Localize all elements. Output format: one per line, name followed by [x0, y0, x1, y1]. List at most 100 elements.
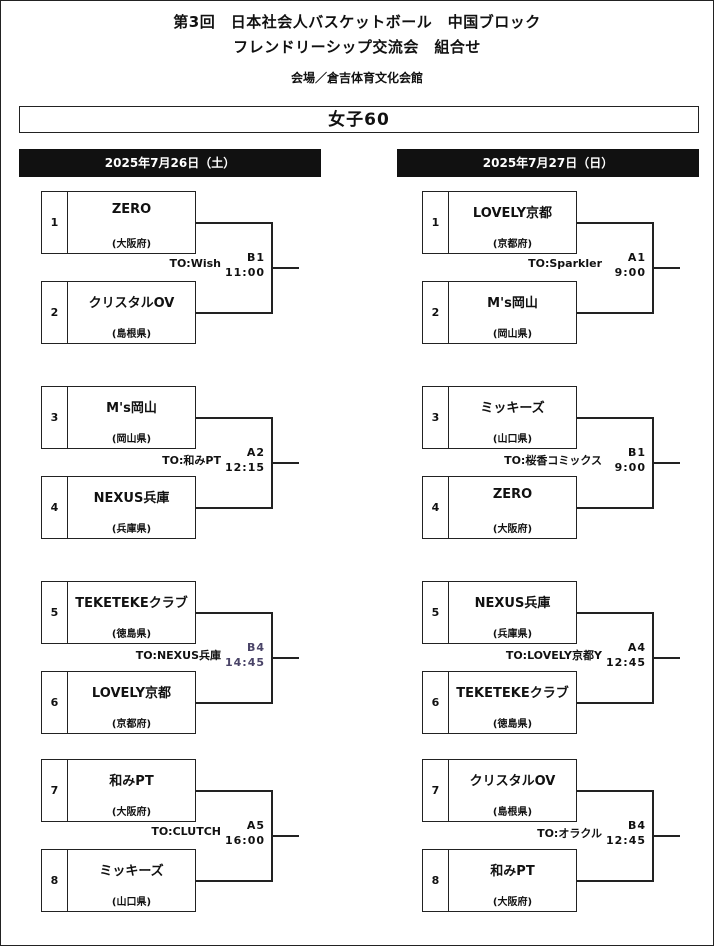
seed-number: 8 [42, 850, 68, 911]
team-prefecture: (兵庫県) [111, 524, 152, 535]
team-name: M's岡山 [106, 401, 157, 416]
team-name: ミッキーズ [480, 401, 545, 416]
game-court-time: A4 12:45 [606, 640, 646, 670]
seed-number: 5 [423, 582, 449, 643]
seed-number: 2 [423, 282, 449, 343]
division-title: 女子60 [19, 106, 699, 133]
seed-number: 4 [42, 477, 68, 538]
team-slot: 4 NEXUS兵庫 (兵庫県) [41, 476, 196, 539]
bracket-line [652, 267, 680, 269]
page-title-line2: フレンドリーシップ交流会 組合せ [233, 38, 481, 56]
tipoff-time: 12:15 [224, 461, 265, 474]
bracket-line [195, 417, 272, 419]
tipoff-time: 11:00 [224, 266, 265, 279]
team-slot: 1 ZERO (大阪府) [41, 191, 196, 254]
team-prefecture: (大阪府) [111, 807, 152, 818]
court-label: A4 [627, 641, 646, 654]
court-label: A5 [246, 819, 265, 832]
table-officials: TO:Wish [169, 257, 221, 270]
seed-number: 4 [423, 477, 449, 538]
team-name: LOVELY京都 [472, 206, 553, 221]
team-prefecture: (山口県) [111, 897, 152, 908]
bracket-line [576, 702, 653, 704]
bracket-line [652, 462, 680, 464]
day-header-2: 2025年7月27日（日） [397, 149, 699, 177]
table-officials: TO:和みPT [162, 454, 221, 467]
team-slot: 5 TEKETEKEクラブ (徳島県) [41, 581, 196, 644]
team-name: LOVELY京都 [91, 686, 172, 701]
bracket-line [195, 507, 272, 509]
team-name: TEKETEKEクラブ [75, 596, 188, 611]
team-prefecture: (徳島県) [492, 719, 533, 730]
bracket-line [195, 312, 272, 314]
team-name: M's岡山 [487, 296, 538, 311]
team-slot: 8 ミッキーズ (山口県) [41, 849, 196, 912]
team-name: NEXUS兵庫 [474, 596, 551, 611]
court-label: A1 [627, 251, 646, 264]
team-name: ZERO [111, 202, 152, 217]
team-prefecture: (島根県) [492, 807, 533, 818]
team-name: クリスタルOV [88, 296, 175, 311]
team-prefecture: (京都府) [111, 719, 152, 730]
day-header-1: 2025年7月26日（土） [19, 149, 321, 177]
bracket-line [576, 222, 653, 224]
game-court-time: B1 11:00 [225, 250, 265, 280]
seed-number: 1 [42, 192, 68, 253]
tipoff-time: 9:00 [614, 461, 646, 474]
bracket-line [195, 222, 272, 224]
bracket-line [271, 267, 299, 269]
team-prefecture: (岡山県) [492, 329, 533, 340]
bracket-line [576, 417, 653, 419]
bracket-line [576, 790, 653, 792]
team-name: ミッキーズ [99, 864, 164, 879]
page-title-line1: 第3回 日本社会人バスケットボール 中国ブロック [173, 13, 541, 31]
court-label: B1 [627, 446, 646, 459]
team-prefecture: (山口県) [492, 434, 533, 445]
court-label: A2 [246, 446, 265, 459]
seed-number: 3 [423, 387, 449, 448]
tipoff-time: 12:45 [605, 834, 646, 847]
team-slot: 7 和みPT (大阪府) [41, 759, 196, 822]
game-court-time: A2 12:15 [225, 445, 265, 475]
bracket-line [271, 462, 299, 464]
table-officials: TO:Sparkler [528, 257, 602, 270]
team-name: 和みPT [109, 774, 154, 789]
bracket-line [576, 880, 653, 882]
table-officials: TO:LOVELY京都Y [505, 649, 602, 662]
table-officials: TO:CLUTCH [151, 825, 221, 838]
seed-number: 7 [423, 760, 449, 821]
venue-label: 会場／倉吉体育文化会館 [290, 71, 423, 85]
bracket-line [652, 657, 680, 659]
team-prefecture: (大阪府) [111, 239, 152, 250]
seed-number: 5 [42, 582, 68, 643]
seed-number: 3 [42, 387, 68, 448]
tipoff-time: 16:00 [224, 834, 265, 847]
team-name: NEXUS兵庫 [93, 491, 170, 506]
game-court-time: B1 9:00 [615, 445, 646, 475]
court-label: B1 [246, 251, 265, 264]
seed-number: 2 [42, 282, 68, 343]
team-prefecture: (徳島県) [111, 629, 152, 640]
bracket-line [576, 312, 653, 314]
tipoff-time: 12:45 [605, 656, 646, 669]
team-slot: 3 ミッキーズ (山口県) [422, 386, 577, 449]
team-name: 和みPT [490, 864, 535, 879]
team-prefecture: (京都府) [492, 239, 533, 250]
game-court-time: A5 16:00 [225, 818, 265, 848]
seed-number: 7 [42, 760, 68, 821]
tipoff-time: 14:45 [224, 656, 265, 669]
team-slot: 2 クリスタルOV (島根県) [41, 281, 196, 344]
team-prefecture: (島根県) [111, 329, 152, 340]
team-prefecture: (大阪府) [492, 897, 533, 908]
